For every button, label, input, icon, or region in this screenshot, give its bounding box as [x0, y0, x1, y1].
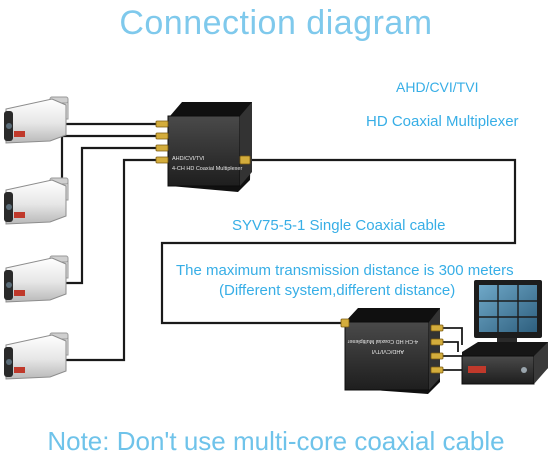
- camera-cable-4: [64, 158, 156, 362]
- device-label-line2: HD Coaxial Multiplexer: [366, 113, 519, 130]
- transmitter-face-line1: AHD/CVI/TVI: [172, 156, 205, 162]
- cable-label: SYV75-5-1 Single Coaxial cable: [232, 217, 446, 234]
- transmitter-face-line2: 4-CH HD Coaxial Multiplexer: [172, 166, 242, 172]
- transmitter-input-ports: [155, 120, 169, 164]
- device-label-line1: AHD/CVI/TVI: [396, 79, 479, 95]
- monitor-split-grid: [479, 285, 537, 332]
- output-cable-1: [443, 327, 463, 345]
- receiver-face-line1: AHD/CVI/TVI: [371, 348, 404, 354]
- camera-3: [4, 255, 69, 303]
- camera-1: [4, 96, 69, 144]
- camera-4: [4, 332, 69, 380]
- camera-brand-logo: [14, 212, 25, 218]
- dvr-red-panel: [468, 366, 486, 373]
- camera-cable-3: [64, 146, 156, 285]
- camera-brand-logo: [14, 290, 25, 296]
- camera-brand-logo: [14, 131, 25, 137]
- camera-cables: [60, 122, 156, 362]
- receiver-output-ports: [430, 324, 444, 374]
- monitor-screen: [479, 285, 537, 332]
- camera-2: [4, 177, 69, 225]
- distance-note-line1: The maximum transmission distance is 300…: [176, 262, 514, 279]
- receiver-face-line2: 4-CH HD Coaxial Multiplexer: [348, 338, 418, 344]
- camera-brand-logo: [14, 367, 25, 373]
- diagram-title: Connection diagram: [119, 4, 433, 42]
- receiver-input-port: [340, 318, 350, 328]
- dvr-with-monitor: [461, 280, 548, 385]
- output-cable-2: [443, 341, 459, 352]
- transmitter-output-port: [239, 155, 251, 165]
- camera-cable-2: [60, 134, 156, 204]
- warning-note: Note: Don't use multi-core coaxial cable: [47, 426, 505, 456]
- distance-note-line2: (Different system,different distance): [219, 282, 456, 299]
- transmitter-multiplexer: AHD/CVI/TVI 4-CH HD Coaxial Multiplexer: [155, 102, 252, 192]
- coaxial-trunk-cable: [160, 158, 517, 325]
- receiver-multiplexer: 4-CH HD Coaxial Multiplexer AHD/CVI/TVI: [340, 308, 444, 394]
